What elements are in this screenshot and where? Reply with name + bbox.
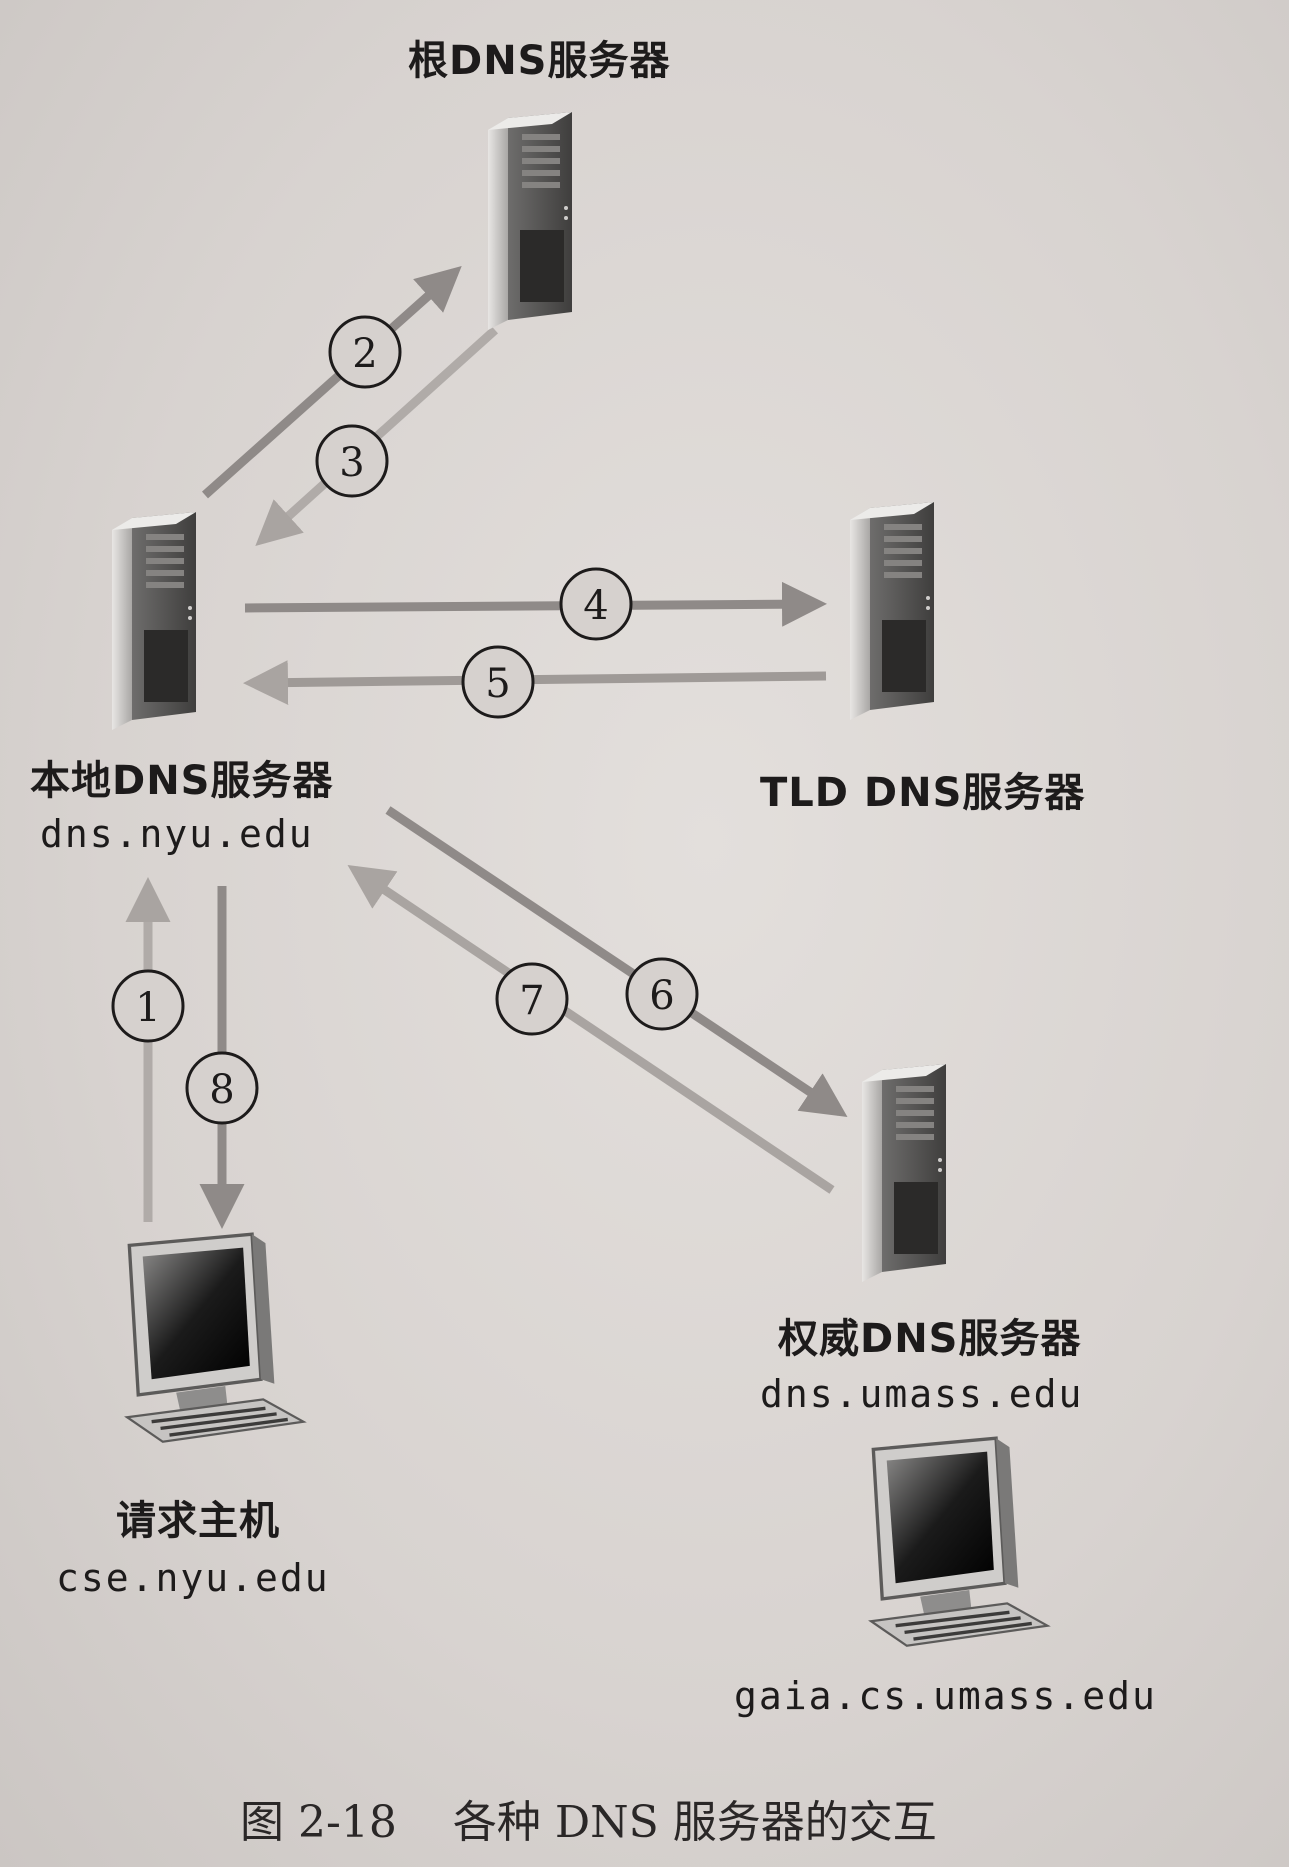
arrow-5-reply-tld: [243, 660, 827, 706]
step-6-marker: 6: [625, 957, 699, 1031]
step-8-label: 8: [209, 1067, 234, 1113]
authoritative-server-host: dns.umass.edu: [760, 1372, 1084, 1416]
step-2-label: 2: [352, 331, 377, 377]
arrow-3-reply-root: [255, 326, 499, 547]
root-server-name: 根DNS服务器: [408, 38, 671, 84]
step-2-marker: 2: [328, 315, 402, 389]
step-4-marker: 4: [559, 567, 633, 641]
authoritative-server-icon: [862, 1064, 946, 1282]
arrow-7-reply-authoritative: [347, 864, 835, 1194]
tld-server-icon: [850, 502, 934, 720]
arrow-2-query-root: [202, 266, 462, 499]
step-3-marker: 3: [315, 424, 389, 498]
figure-title: 各种 DNS 服务器的交互: [452, 1797, 937, 1848]
step-1-marker: 1: [111, 969, 185, 1043]
figure-number: 图 2-18: [240, 1797, 397, 1848]
step-8-marker: 8: [185, 1051, 259, 1125]
local-server-icon: [112, 512, 196, 730]
step-5-marker: 5: [461, 645, 535, 719]
step-6-label: 6: [649, 973, 674, 1019]
step-5-label: 5: [485, 661, 510, 707]
tld-server-name: TLD DNS服务器: [760, 770, 1086, 816]
step-4-label: 4: [583, 583, 608, 629]
target-host: gaia.cs.umass.edu: [734, 1674, 1157, 1718]
local-server-host: dns.nyu.edu: [40, 812, 314, 856]
authoritative-server-name: 权威DNS服务器: [778, 1316, 1082, 1362]
root-server-icon: [488, 112, 572, 330]
step-1-label: 1: [135, 985, 160, 1031]
step-7-marker: 7: [495, 962, 569, 1036]
target-computer-icon: [869, 1436, 1050, 1648]
requester-host: cse.nyu.edu: [56, 1556, 330, 1600]
requester-computer-icon: [125, 1232, 306, 1444]
step-3-label: 3: [339, 440, 364, 486]
requester-name: 请求主机: [116, 1498, 280, 1544]
arrow-4-query-tld: [244, 581, 827, 627]
arrow-6-query-authoritative: [385, 806, 848, 1117]
step-7-label: 7: [519, 978, 544, 1024]
local-server-name: 本地DNS服务器: [30, 758, 334, 804]
figure-caption: 图 2-18 各种 DNS 服务器的交互: [240, 1786, 937, 1850]
